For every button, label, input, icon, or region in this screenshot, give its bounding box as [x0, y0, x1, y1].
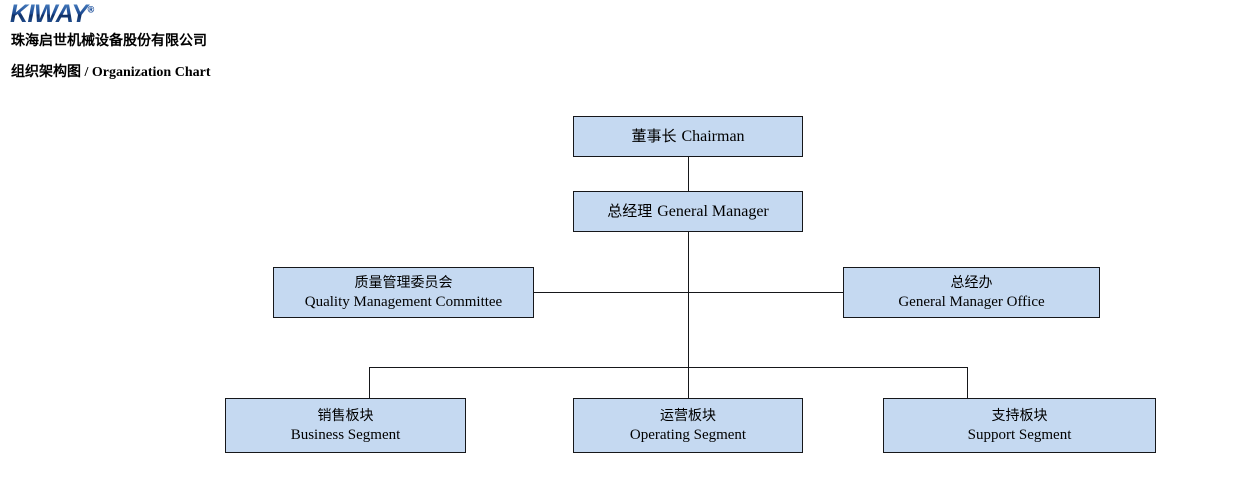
node-quality-management-committee-label-cn: 质量管理委员会 [354, 274, 453, 291]
node-support-segment[interactable]: 支持板块 Support Segment [883, 398, 1156, 453]
node-chairman-label-cn: 董事长 [631, 127, 677, 145]
connector-chairman-to-gm [688, 156, 689, 191]
node-operating-segment[interactable]: 运营板块 Operating Segment [573, 398, 803, 453]
registered-trademark-icon: ® [87, 4, 95, 15]
company-name: 珠海启世机械设备股份有限公司 [11, 33, 207, 49]
node-support-segment-label-en: Support Segment [967, 426, 1072, 443]
node-operating-segment-label-cn: 运营板块 [660, 407, 716, 424]
connector-gm-to-gm-office [688, 292, 843, 293]
connector-gm-to-quality-committee [533, 292, 688, 293]
connector-bus-to-business-segment [369, 367, 370, 398]
node-quality-management-committee-label-en: Quality Management Committee [304, 293, 503, 310]
node-operating-segment-label-en: Operating Segment [629, 426, 747, 443]
page-title-cn: 组织架构图 [11, 64, 81, 80]
connector-bus-to-support-segment [967, 367, 968, 398]
page-title-en: Organization Chart [91, 65, 211, 80]
node-business-segment-label-en: Business Segment [290, 426, 401, 443]
page-title-separator: / [81, 65, 92, 80]
node-support-segment-label-cn: 支持板块 [991, 407, 1048, 424]
node-general-manager-office-label-en: General Manager Office [898, 293, 1045, 310]
node-chairman-label-en: Chairman [681, 128, 745, 145]
connector-bus-to-operating-segment [688, 367, 689, 398]
kiway-logo: KIWAY® [10, 2, 95, 27]
node-general-manager-office[interactable]: 总经办 General Manager Office [843, 267, 1100, 318]
node-business-segment-label-cn: 销售板块 [317, 407, 374, 424]
connector-segments-bus [369, 367, 968, 368]
node-general-manager[interactable]: 总经理 General Manager [573, 191, 803, 232]
node-general-manager-label-cn: 总经理 [607, 202, 653, 220]
connector-gm-spine [688, 231, 689, 367]
node-quality-management-committee[interactable]: 质量管理委员会 Quality Management Committee [273, 267, 534, 318]
node-general-manager-office-label-cn: 总经办 [950, 274, 993, 291]
node-general-manager-label-en: General Manager [657, 203, 769, 220]
page-title: 组织架构图 / Organization Chart [11, 64, 211, 81]
node-business-segment[interactable]: 销售板块 Business Segment [225, 398, 466, 453]
node-chairman[interactable]: 董事长 Chairman [573, 116, 803, 157]
